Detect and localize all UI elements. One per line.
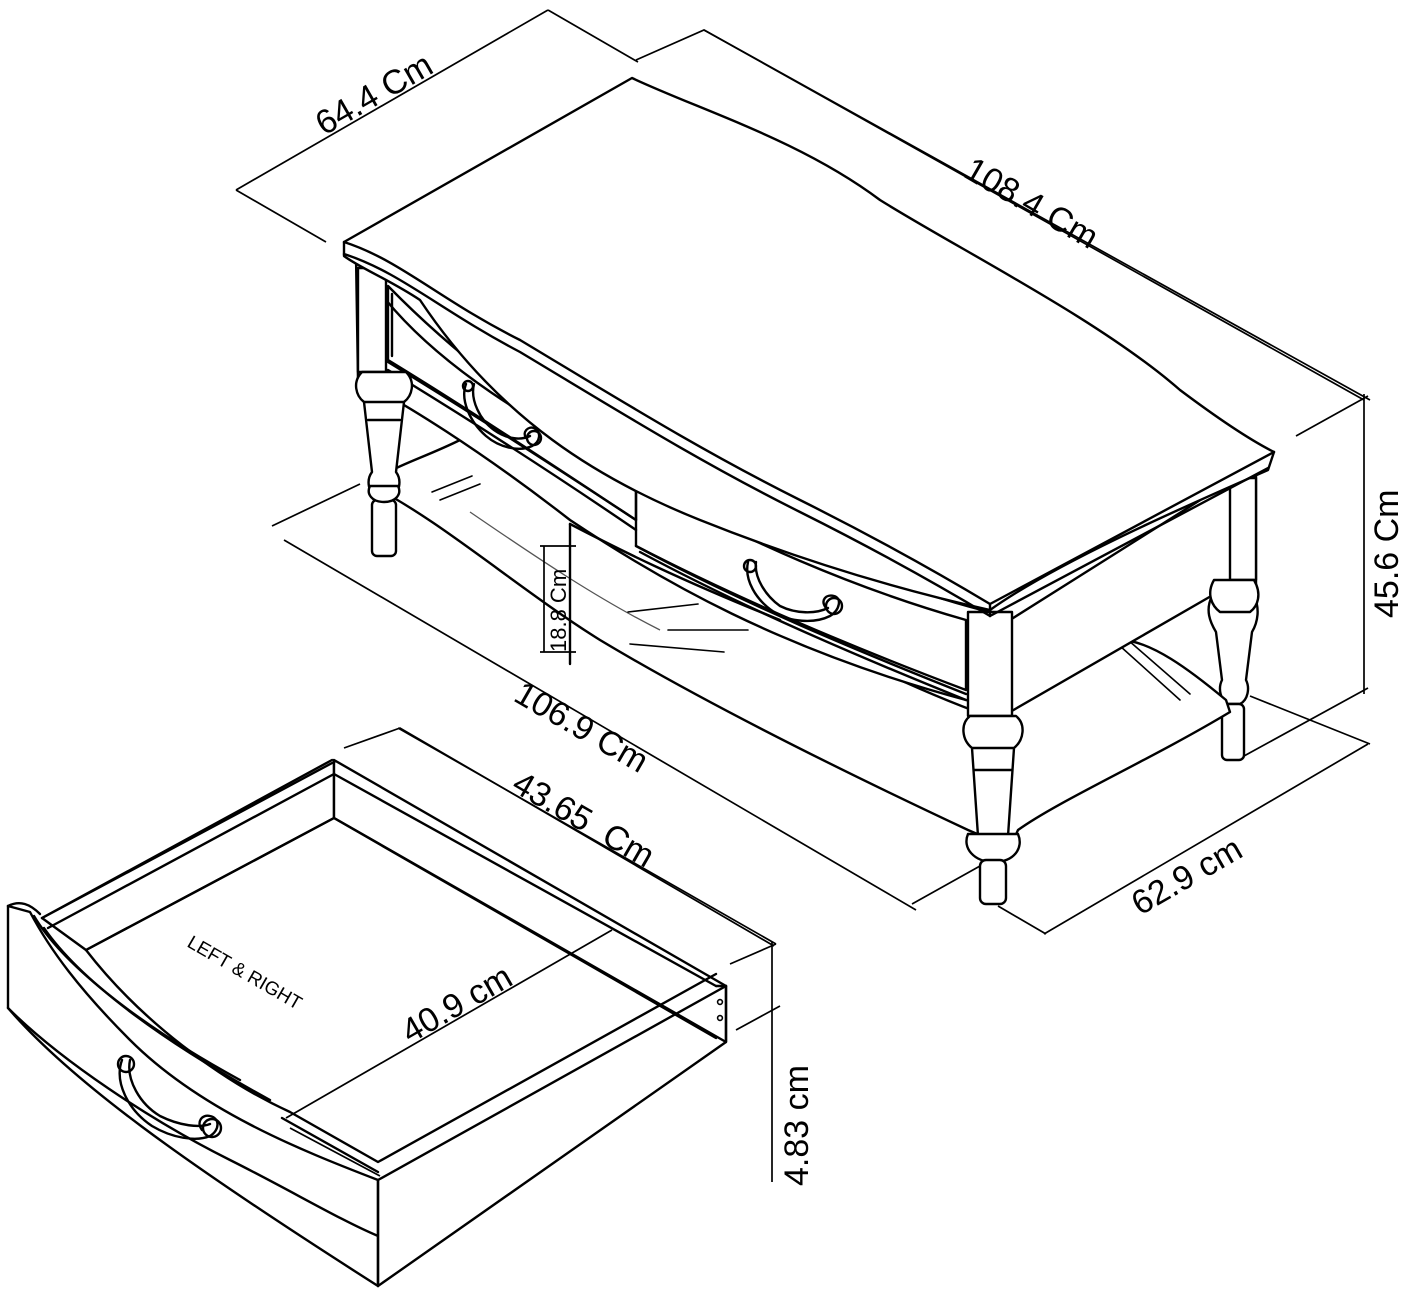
front-left-leg xyxy=(354,266,414,504)
label-drawer-side-height: 4.83 cm xyxy=(778,1065,816,1186)
front-right-leg xyxy=(962,610,1024,906)
label-height: 45.6 Cm xyxy=(1368,490,1406,619)
back-right-leg xyxy=(1207,594,1259,762)
label-drawer-width: 43.65 Cm xyxy=(506,764,661,875)
label-top-depth: 64.4 Cm xyxy=(309,46,439,143)
label-drawer-inner-depth: 40.9 cm xyxy=(395,958,519,1051)
label-top-width: 108.4 Cm xyxy=(958,150,1105,257)
open-drawer xyxy=(6,758,728,1288)
drawer-handle-left xyxy=(461,379,543,450)
label-drawer-front-height: 18.8 Cm xyxy=(546,569,571,652)
table-top xyxy=(342,76,1276,618)
drawer-handle-right xyxy=(742,558,844,623)
back-left-leg xyxy=(370,498,398,558)
back-right-leg-top xyxy=(1209,476,1260,614)
label-drawer-position: LEFT & RIGHT xyxy=(184,932,306,1015)
drawer-front-handle xyxy=(116,1054,223,1140)
label-frame-width: 106.9 Cm xyxy=(508,674,655,781)
coffee-table xyxy=(342,76,1276,906)
dimension-lines xyxy=(235,9,1371,1182)
